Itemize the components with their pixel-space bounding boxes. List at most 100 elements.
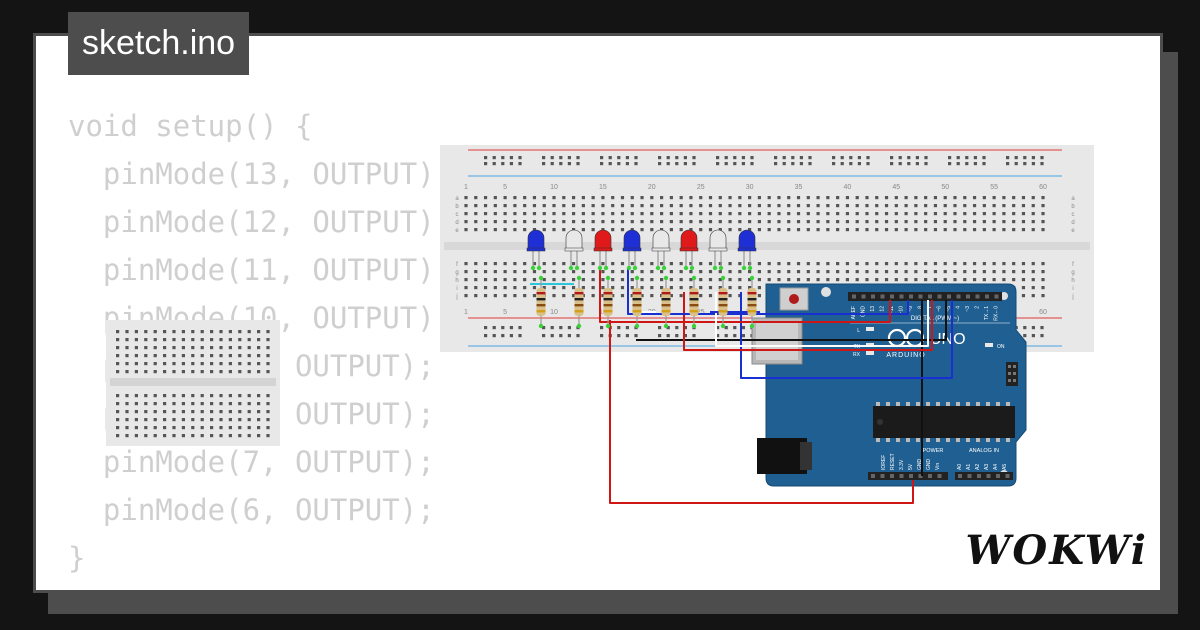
terminal-hole <box>532 212 537 216</box>
terminal-hole <box>503 204 507 208</box>
rail-hole <box>849 156 853 160</box>
terminal-hole <box>552 294 556 298</box>
mini-terminal-hole <box>125 402 129 406</box>
icsp-pin <box>1013 372 1016 375</box>
terminal-hole <box>826 262 830 266</box>
chip-pin <box>936 402 940 406</box>
terminal-hole <box>943 196 947 200</box>
mini-terminal-hole <box>219 402 223 406</box>
mini-terminal-hole <box>247 362 251 366</box>
terminal-hole <box>581 278 585 282</box>
rail-hole <box>559 326 563 330</box>
mini-terminal-hole <box>219 346 223 350</box>
chip-pin <box>936 438 940 442</box>
mini-terminal-hole <box>266 394 270 398</box>
code-line: pinMode(12, OUTPUT); <box>68 205 453 239</box>
led-rim <box>679 247 699 252</box>
terminal-hole <box>523 220 527 224</box>
mini-terminal-hole <box>228 410 232 414</box>
resistor-band <box>747 310 757 313</box>
rail-hole <box>791 156 795 160</box>
mini-terminal-hole <box>238 362 242 366</box>
terminal-hole <box>523 278 527 282</box>
terminal-hole <box>689 286 693 290</box>
terminal-hole <box>562 220 566 224</box>
mini-terminal-hole <box>116 370 120 374</box>
terminal-hole <box>972 196 977 200</box>
mini-terminal-hole <box>116 394 120 398</box>
terminal-hole <box>474 204 478 208</box>
terminal-hole <box>474 294 478 298</box>
terminal-hole <box>767 270 771 274</box>
terminal-hole <box>953 270 957 274</box>
header-pin <box>890 474 894 478</box>
terminal-hole <box>748 212 752 216</box>
mini-terminal-hole <box>238 410 242 414</box>
terminal-hole <box>503 196 507 200</box>
mini-terminal-hole <box>210 434 214 438</box>
rail-hole <box>857 162 861 166</box>
terminal-hole <box>1031 286 1035 290</box>
terminal-hole <box>796 262 801 266</box>
rail-hole <box>956 162 960 166</box>
file-tab[interactable]: sketch.ino <box>68 12 250 75</box>
terminal-hole <box>493 262 497 266</box>
mini-terminal-hole <box>125 394 129 398</box>
terminal-hole <box>503 294 507 298</box>
digital-pin-label: 13 <box>870 306 876 312</box>
resistor-band <box>603 298 613 301</box>
terminal-hole <box>796 270 801 274</box>
rail-hole <box>600 156 604 160</box>
terminal-hole <box>777 270 781 274</box>
mini-terminal-hole <box>144 338 148 342</box>
row-letter: f <box>456 262 458 268</box>
mini-terminal-hole <box>257 402 261 406</box>
mini-terminal-hole <box>210 410 214 414</box>
terminal-hole <box>1031 278 1035 282</box>
mini-terminal-hole <box>210 338 214 342</box>
terminal-hole <box>679 278 683 282</box>
terminal-hole <box>620 278 625 282</box>
terminal-hole <box>933 228 938 232</box>
rail-hole <box>675 162 679 166</box>
led-rim <box>526 247 546 252</box>
terminal-hole <box>992 220 996 224</box>
terminal-hole <box>562 294 566 298</box>
terminal-hole <box>503 262 507 266</box>
rail-hole <box>518 334 522 338</box>
terminal-hole <box>757 212 761 216</box>
resistor-band <box>689 298 699 301</box>
rail-hole <box>915 156 919 160</box>
resistor-body <box>747 288 757 316</box>
terminal-hole <box>855 220 859 224</box>
terminal-hole <box>493 212 497 216</box>
board-led-label: RX <box>853 352 861 358</box>
rail-hole <box>741 162 745 166</box>
rail-hole <box>666 334 670 338</box>
resistor-body <box>718 288 728 316</box>
terminal-hole <box>757 204 761 208</box>
header-pin <box>937 294 942 299</box>
terminal-hole <box>591 294 595 298</box>
led-blue <box>526 229 546 271</box>
terminal-hole <box>523 270 527 274</box>
mini-terminal-hole <box>257 434 261 438</box>
rail-hole <box>1031 334 1035 338</box>
resistor-band <box>536 304 546 307</box>
terminal-hole <box>660 286 664 290</box>
rail-hole <box>799 162 803 166</box>
chip-pin <box>976 438 980 442</box>
mini-terminal-hole <box>153 418 157 422</box>
terminal-hole <box>787 270 791 274</box>
terminal-hole <box>796 220 801 224</box>
terminal-hole <box>738 220 742 224</box>
terminal-hole <box>1041 204 1045 208</box>
mini-terminal-hole <box>191 434 195 438</box>
terminal-hole <box>748 270 752 274</box>
terminal-hole <box>708 204 713 208</box>
terminal-hole <box>865 262 869 266</box>
terminal-hole <box>650 204 654 208</box>
row-letter: e <box>1071 228 1075 234</box>
terminal-hole <box>474 262 478 266</box>
terminal-hole <box>875 228 879 232</box>
